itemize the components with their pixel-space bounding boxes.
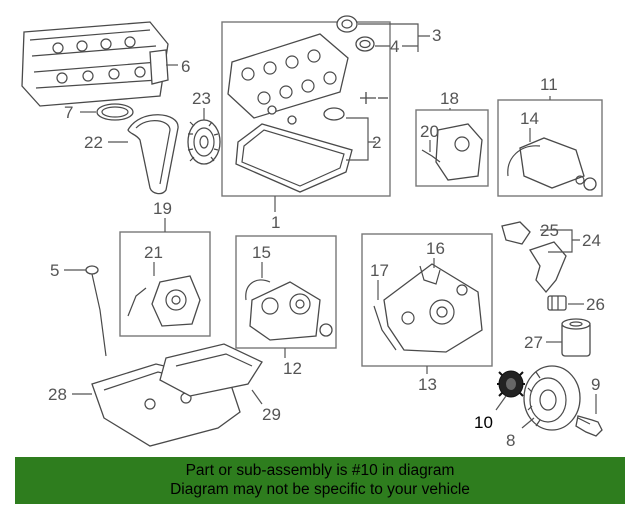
callout-6: 6 [181,57,190,76]
callout-3: 3 [432,26,441,45]
dipstick-part [85,265,107,357]
callout-8: 8 [506,431,515,450]
callout-23: 23 [192,89,211,108]
callout-25: 25 [540,221,559,240]
callout-22: 22 [84,133,103,152]
rear-timing-cover-part [519,137,585,189]
pulley-bolt-part [575,415,603,437]
callout-29: 29 [262,405,281,424]
strainer-gasket-part [501,221,531,245]
callout-5: 5 [50,261,59,280]
callout-26: 26 [586,295,605,314]
callout-27: 27 [524,333,543,352]
callout-13: 13 [418,375,437,394]
info-banner: Part or sub-assembly is #10 in diagram D… [15,457,625,504]
banner-line-1: Part or sub-assembly is #10 in diagram [185,462,455,479]
callout-7: 7 [64,103,73,122]
callout-18: 18 [440,89,459,108]
oil-filter-part [561,318,591,357]
callout-1: 1 [271,213,280,232]
callout-14: 14 [520,109,539,128]
callout-12: 12 [283,359,302,378]
cap-seal-part [355,36,375,52]
crankshaft-pulley-part [523,365,581,431]
callout-16: 16 [426,239,445,258]
callout-2: 2 [372,133,381,152]
oil-pan-gasket-part [235,123,353,193]
timing-pulley-part [187,119,221,165]
group-box-18 [415,109,489,187]
callout-10: 10 [474,413,493,432]
valve-cover-part [227,33,349,119]
callout-17: 17 [370,261,389,280]
timing-belt-part [127,114,179,195]
callout-15: 15 [252,243,271,262]
group-box-12 [235,235,337,349]
oil-pump-part [151,275,201,327]
callout-9: 9 [591,375,600,394]
oil-pan-baffle-part [159,343,263,397]
oil-filter-fitting-part [547,295,567,311]
callout-24: 24 [582,231,601,250]
group-box-1 [221,21,391,197]
callout-20: 20 [420,122,439,141]
callout-11: 11 [540,75,558,94]
callout-28: 28 [48,385,67,404]
callout-4: 4 [390,37,399,56]
intake-manifold-part [21,21,169,107]
oil-filler-cap-part [336,15,358,33]
timing-belt-cover-part [435,123,483,181]
oil-strainer-part [529,241,567,294]
oil-pump-cover-part [249,281,321,341]
timing-chain-case-part [383,263,483,353]
callout-19: 19 [153,199,172,218]
callout-21: 21 [144,243,163,262]
crankshaft-sprocket-part [497,370,525,398]
banner-line-2: Diagram may not be specific to your vehi… [170,481,470,498]
